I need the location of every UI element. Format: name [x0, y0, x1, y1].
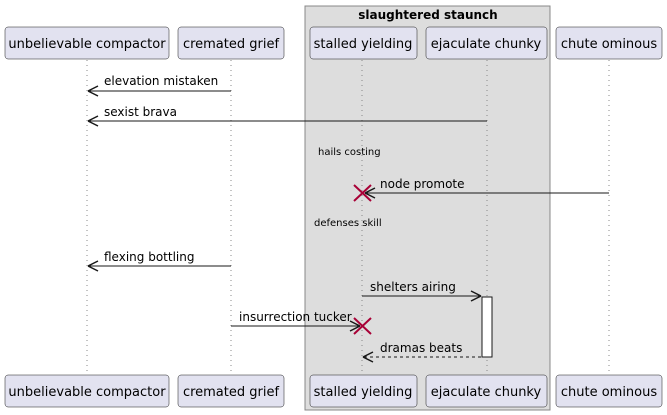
- participant-ejaculate-chunky-bottom: ejaculate chunky: [425, 374, 548, 408]
- svg-text:unbelievable compactor: unbelievable compactor: [8, 385, 166, 400]
- participant-cremated-grief-top: cremated grief: [177, 26, 285, 60]
- message-flexing-bottling: flexing bottling: [87, 250, 231, 272]
- svg-text:chute ominous: chute ominous: [561, 37, 658, 52]
- svg-text:cremated grief: cremated grief: [183, 385, 280, 400]
- svg-text:sexist brava: sexist brava: [104, 105, 177, 119]
- message-shelters-airing: shelters airing: [362, 280, 482, 302]
- participant-unbelievable-compactor-bottom: unbelievable compactor: [4, 374, 170, 408]
- svg-text:cremated grief: cremated grief: [183, 37, 280, 52]
- message-node-promote: node promote: [364, 177, 609, 199]
- participant-unbelievable-compactor-top: unbelievable compactor: [4, 26, 170, 60]
- svg-text:dramas beats: dramas beats: [380, 341, 462, 355]
- svg-text:chute ominous: chute ominous: [561, 385, 658, 400]
- svg-text:stalled yielding: stalled yielding: [314, 37, 413, 52]
- message-sexist-brava: sexist brava: [87, 105, 487, 127]
- svg-text:ejaculate chunky: ejaculate chunky: [431, 385, 542, 400]
- participant-ejaculate-chunky-top: ejaculate chunky: [425, 26, 548, 60]
- svg-text:ejaculate chunky: ejaculate chunky: [431, 37, 542, 52]
- svg-text:stalled yielding: stalled yielding: [314, 385, 413, 400]
- svg-text:insurrection tucker: insurrection tucker: [239, 310, 352, 324]
- participant-stalled-yielding-top: stalled yielding: [309, 26, 418, 60]
- activation-bar: [481, 296, 493, 358]
- participant-chute-ominous-top: chute ominous: [555, 26, 663, 60]
- message-dramas-beats: dramas beats: [362, 341, 481, 363]
- group-label: slaughtered staunch: [358, 8, 497, 22]
- participant-chute-ominous-bottom: chute ominous: [555, 374, 663, 408]
- svg-text:flexing bottling: flexing bottling: [104, 250, 194, 264]
- divider-label: defenses skill: [314, 218, 382, 229]
- svg-text:shelters airing: shelters airing: [370, 280, 456, 294]
- divider-label: hails costing: [318, 147, 381, 158]
- svg-text:unbelievable compactor: unbelievable compactor: [8, 37, 166, 52]
- message-insurrection-tucker: insurrection tucker: [231, 310, 361, 332]
- destroy-x-icon: [353, 317, 372, 335]
- svg-text:elevation mistaken: elevation mistaken: [104, 74, 218, 88]
- destroy-x-icon: [353, 184, 372, 202]
- message-elevation-mistaken: elevation mistaken: [87, 74, 231, 97]
- participant-cremated-grief-bottom: cremated grief: [177, 374, 285, 408]
- svg-text:node promote: node promote: [380, 177, 465, 191]
- group-box: [304, 5, 551, 411]
- participant-stalled-yielding-bottom: stalled yielding: [309, 374, 418, 408]
